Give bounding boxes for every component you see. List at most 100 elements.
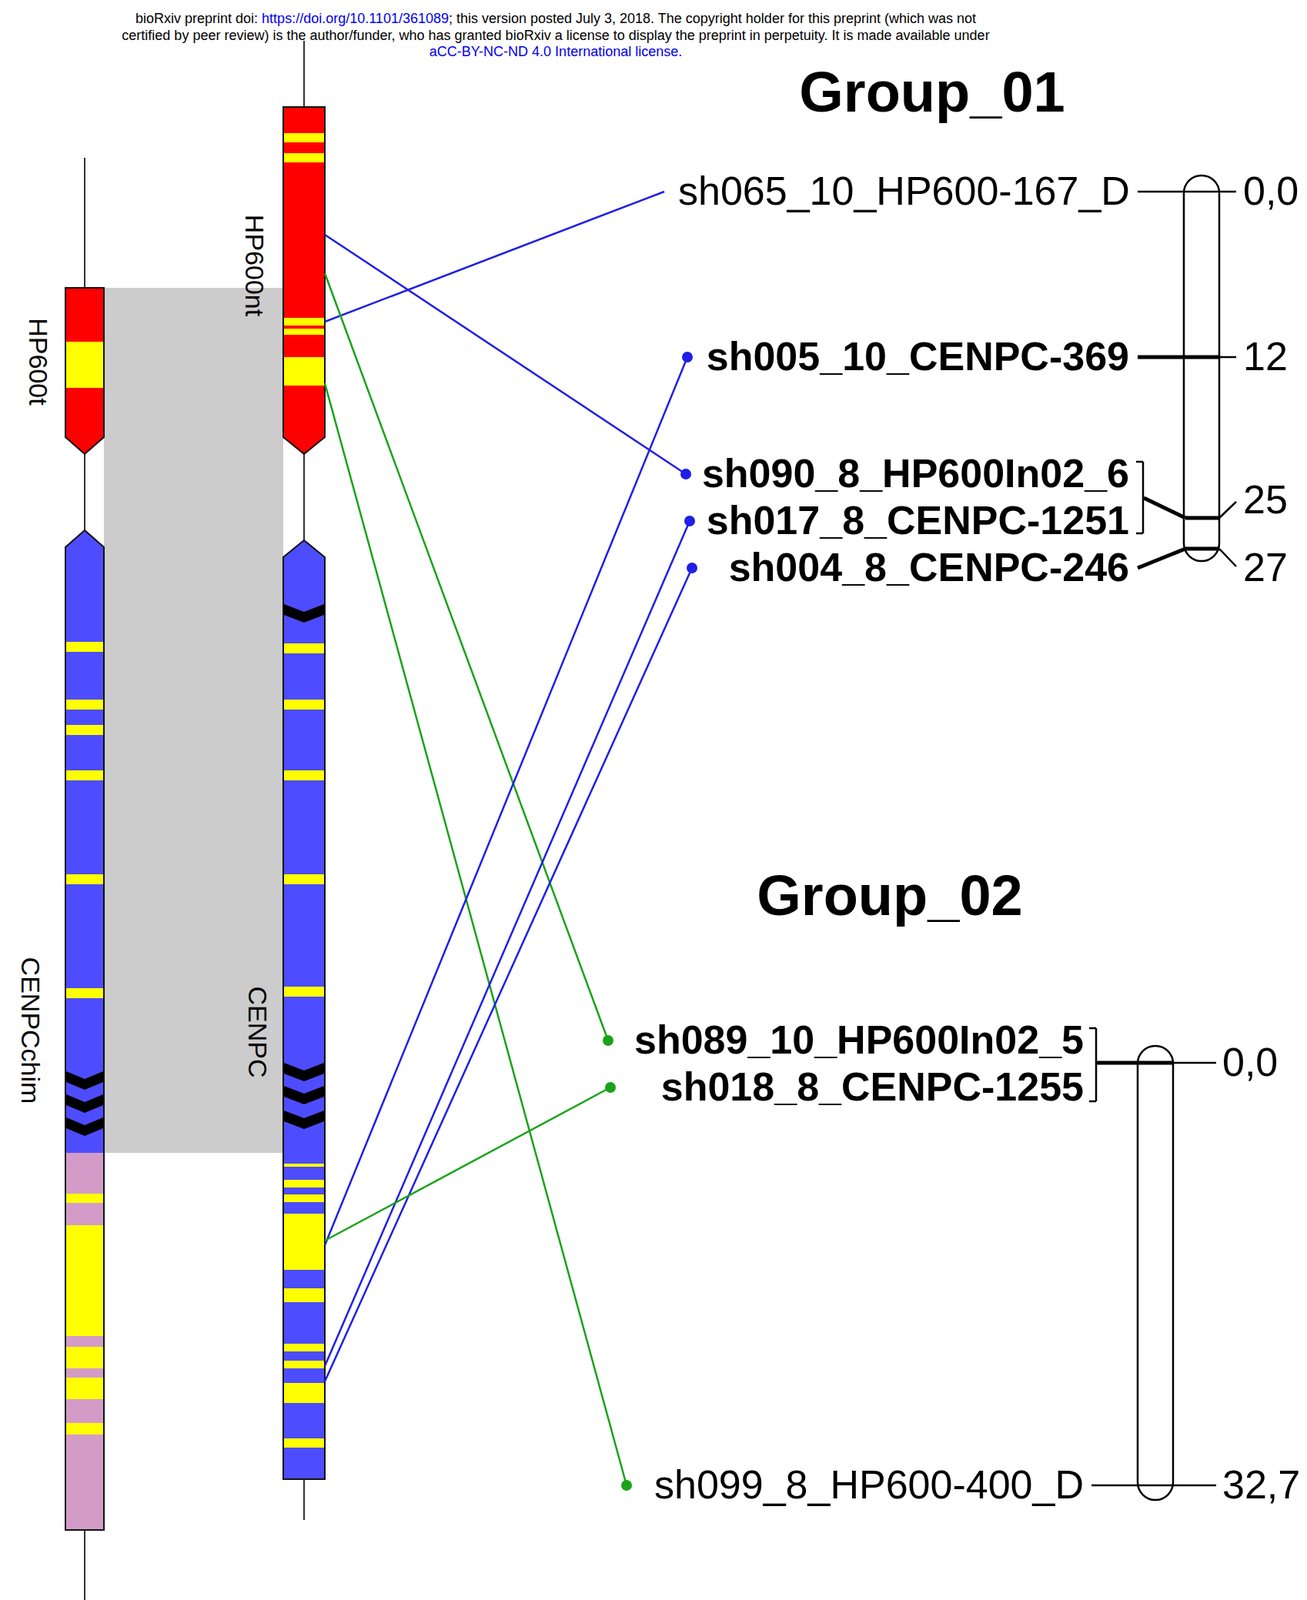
map-tick <box>1091 1484 1217 1488</box>
gap-band <box>284 1383 325 1404</box>
marker-name: sh017_8_CENPC-1251 <box>689 498 1130 543</box>
marker-name: sh099_8_HP600-400_D <box>626 1463 1084 1508</box>
marker-link <box>324 1087 611 1241</box>
marker-name: sh090_8_HP600In02_6 <box>685 451 1130 496</box>
map-tick <box>1219 501 1237 519</box>
synteny-band <box>103 287 284 1154</box>
marker-label: sh005_10_CENPC-369 <box>687 334 1130 379</box>
chevron-mark <box>66 1071 104 1090</box>
marker-name: sh065_10_HP600-167_D <box>664 169 1130 214</box>
marker-dot <box>621 1480 632 1491</box>
gap-band <box>66 1225 104 1337</box>
marker-label: sh017_8_CENPC-1251 <box>689 498 1130 543</box>
gap-band <box>66 1423 104 1435</box>
gap-band <box>284 643 325 654</box>
contig-name: CENPC <box>244 986 271 1078</box>
contig-outline <box>283 540 325 1480</box>
marker-label: sh018_8_CENPC-1255 <box>610 1065 1084 1110</box>
gap-band <box>66 699 104 710</box>
marker-dot <box>602 1035 614 1047</box>
map-tick <box>1173 1062 1217 1065</box>
marker-link <box>324 234 686 475</box>
marker-name: sh018_8_CENPC-1255 <box>610 1065 1084 1110</box>
contig-bar: CENPCchim <box>65 530 104 1531</box>
gap-band <box>284 317 325 326</box>
group-title: Group_02 <box>756 864 1023 927</box>
contig-body <box>65 530 104 1531</box>
map-tick <box>1096 1061 1174 1066</box>
chimeric-part <box>66 1153 104 1530</box>
contig-bar: HP600t <box>65 287 104 455</box>
contig-bar: HP600nt <box>283 106 325 455</box>
gap-band <box>284 1213 325 1271</box>
preprint-notice: certified by peer review) is the author/… <box>121 27 990 44</box>
map-position: 27 <box>1243 545 1288 590</box>
map-position: 0,0 <box>1243 169 1299 214</box>
marker-label: sh089_10_HP600In02_5 <box>608 1018 1084 1063</box>
map-tick <box>1089 1027 1097 1030</box>
gap-band <box>284 770 325 781</box>
header-line: aCC-BY-NC-ND 4.0 International license. <box>0 43 1112 61</box>
contig <box>283 540 325 1480</box>
linkage-group-bar <box>1137 1046 1174 1501</box>
map-tick <box>1136 461 1144 464</box>
marker-name: sh089_10_HP600In02_5 <box>608 1018 1084 1063</box>
gap-band <box>284 1438 325 1448</box>
contig-body <box>283 106 325 455</box>
map-tick <box>1136 532 1144 535</box>
marker-dot <box>686 562 698 574</box>
gap-band <box>66 641 104 652</box>
contig <box>283 106 325 455</box>
map-position: 32,7 <box>1222 1463 1301 1508</box>
contig-body <box>283 540 325 1480</box>
map-tick <box>1137 355 1220 360</box>
contig-outline <box>65 530 104 1531</box>
marker-link <box>324 191 665 322</box>
gap-band <box>284 1163 325 1167</box>
marker-dot <box>681 351 693 363</box>
marker-link <box>324 357 688 1246</box>
map-tick <box>1137 190 1237 194</box>
contig-name: HP600nt <box>241 214 268 317</box>
contig-bar: CENPC <box>283 540 325 1480</box>
marker-link <box>324 383 627 1486</box>
linkage-group-bar <box>1183 175 1220 562</box>
gap-band <box>66 1377 104 1400</box>
preprint-notice: bioRxiv preprint doi: <box>135 10 258 27</box>
preprint-notice: https://doi.org/10.1101/361089 <box>261 10 449 27</box>
header-line: certified by peer review) is the author/… <box>0 27 1112 45</box>
marker-link <box>324 568 692 1382</box>
marker-label: sh090_8_HP600In02_6 <box>685 451 1130 496</box>
gap-band <box>284 133 325 143</box>
gap-band <box>284 874 325 885</box>
chevron-mark <box>66 1094 104 1114</box>
group-title: Group_01 <box>798 60 1065 124</box>
map-tick <box>1142 461 1145 534</box>
map-tick <box>1219 356 1237 359</box>
chevron-mark <box>284 1062 325 1082</box>
gap-band <box>284 1194 325 1203</box>
contig-name: HP600t <box>25 317 52 405</box>
gap-band <box>284 1360 325 1369</box>
gap-band <box>66 341 104 388</box>
map-position: 12 <box>1243 334 1288 379</box>
chevron-mark <box>284 1110 325 1130</box>
chevron-mark <box>284 604 325 623</box>
map-tick <box>1185 547 1220 552</box>
gap-band <box>66 1193 104 1204</box>
map-tick <box>1137 548 1186 569</box>
gap-band <box>66 770 104 781</box>
gap-band <box>66 725 104 736</box>
gap-band <box>66 988 104 999</box>
marker-dot <box>684 515 696 527</box>
gap-band <box>284 1288 325 1303</box>
gap-band <box>284 699 325 710</box>
gap-band <box>66 874 104 885</box>
contig <box>65 530 104 1531</box>
gap-band <box>66 1347 104 1369</box>
marker-label: sh004_8_CENPC-246 <box>691 545 1130 590</box>
contig <box>65 287 104 455</box>
